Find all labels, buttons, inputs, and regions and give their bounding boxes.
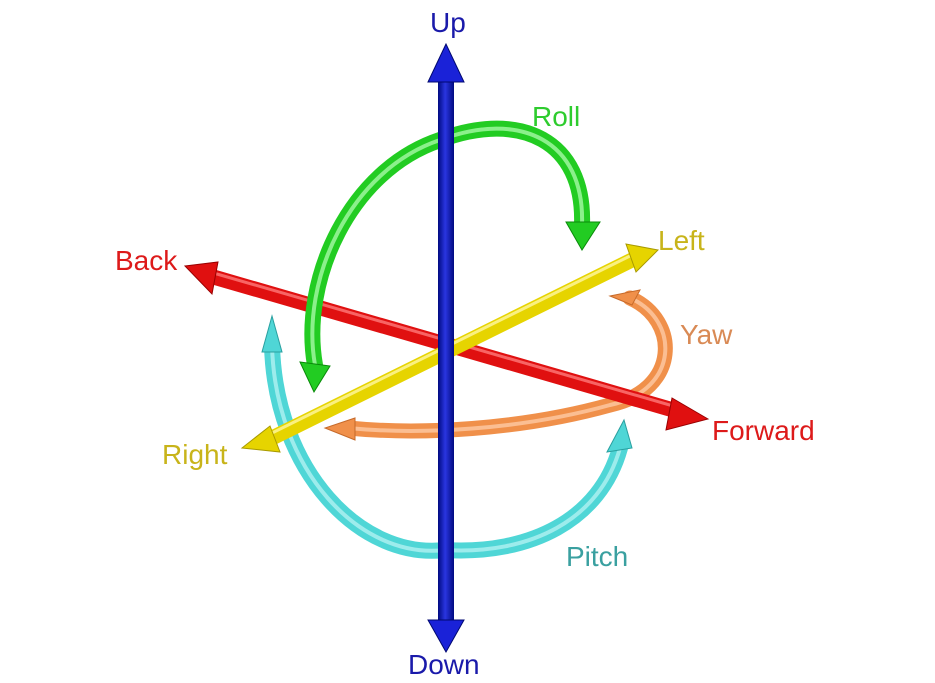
- pitch-label: Pitch: [566, 541, 628, 572]
- yaw-arrow: [323, 289, 673, 441]
- yaw-arrowhead-top: [608, 289, 641, 306]
- left-label: Left: [658, 225, 705, 256]
- yaw-label: Yaw: [680, 319, 733, 350]
- back-label: Back: [115, 245, 178, 276]
- back-arrowhead: [183, 261, 219, 296]
- right-label: Right: [162, 439, 228, 470]
- roll-label: Roll: [532, 101, 580, 132]
- left-arrowhead: [625, 243, 660, 273]
- up-down-shaft: [438, 82, 454, 622]
- roll-arrowhead-left: [299, 361, 331, 394]
- up-label: Up: [430, 7, 466, 38]
- right-arrowhead: [240, 425, 281, 453]
- down-arrowhead: [427, 619, 465, 654]
- pitch-arrowhead-top: [261, 314, 283, 353]
- yaw-arrowhead-left: [323, 417, 356, 441]
- forward-label: Forward: [712, 415, 815, 446]
- pitch-arrowhead-right: [606, 418, 633, 453]
- forward-arrowhead: [665, 397, 710, 431]
- up-arrowhead: [427, 42, 465, 83]
- roll-arrowhead-right: [565, 221, 601, 251]
- down-label: Down: [408, 649, 480, 680]
- up-down-axis: [427, 42, 465, 654]
- yaw-arc-highlight: [346, 296, 668, 433]
